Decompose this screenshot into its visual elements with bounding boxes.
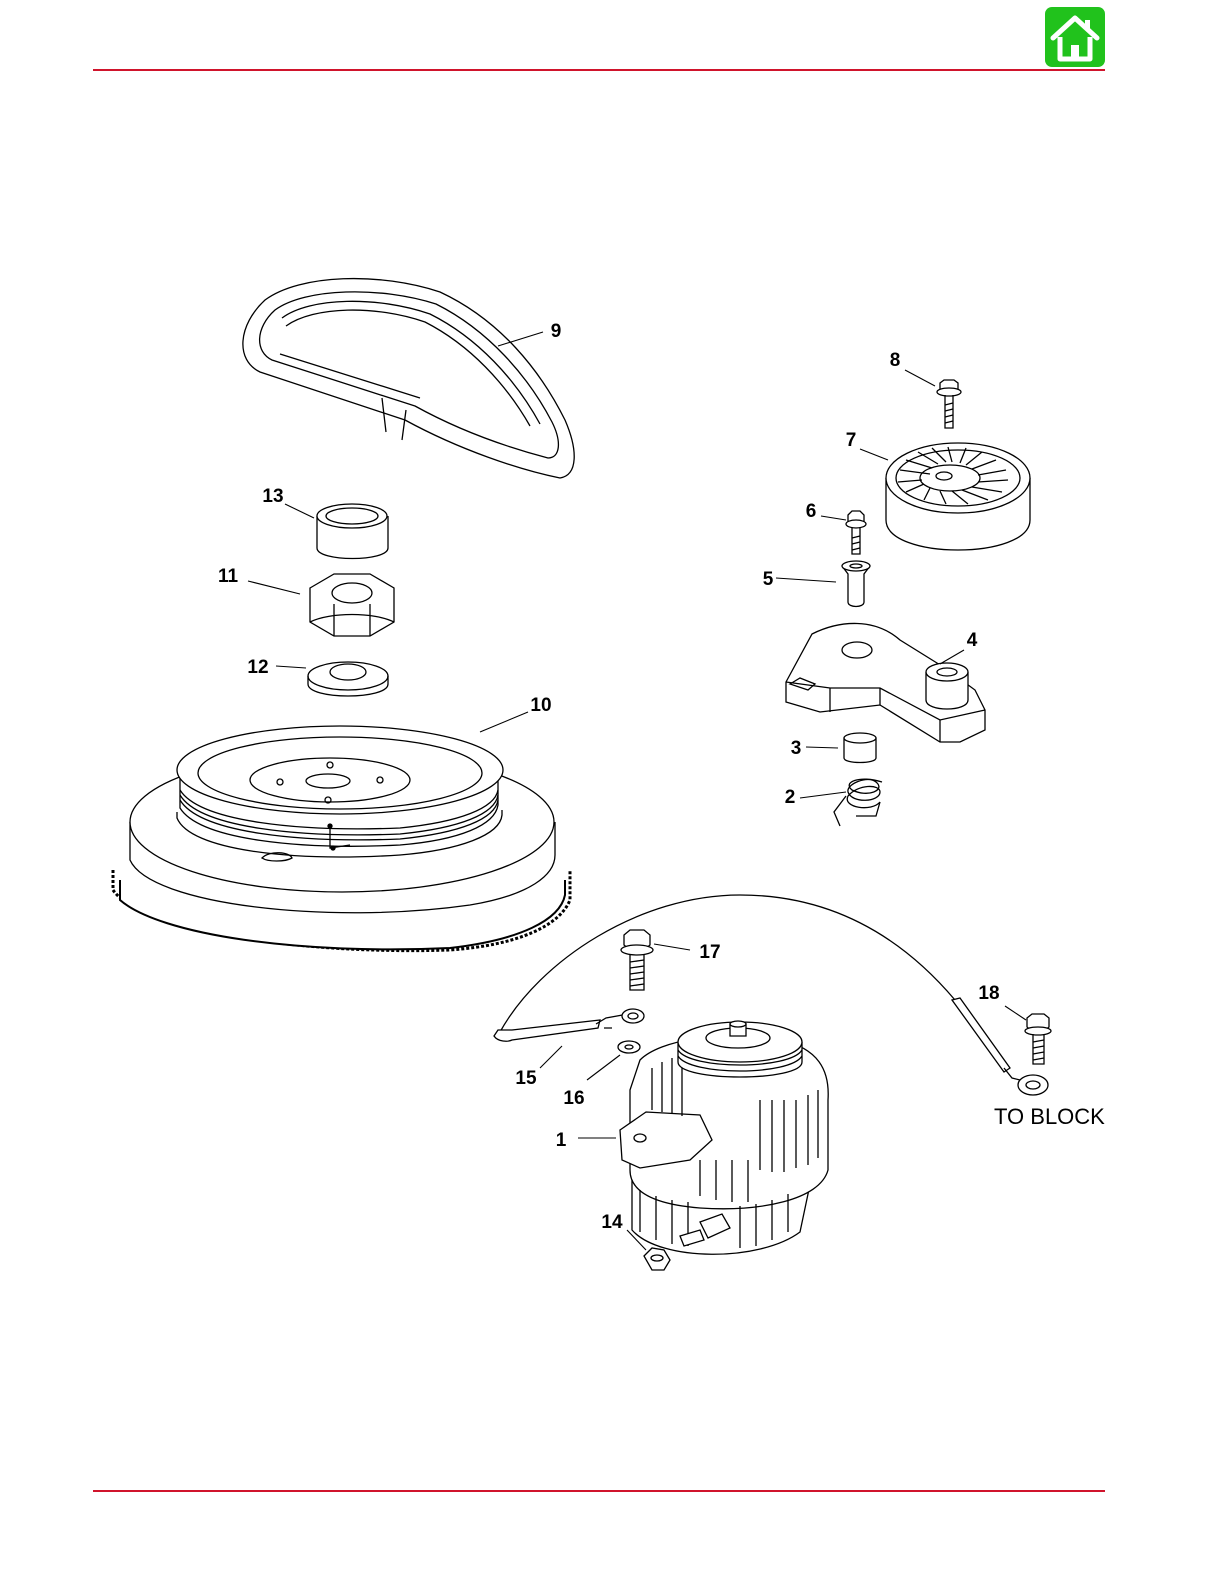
- callout-13: 13: [262, 486, 283, 507]
- callout-4: 4: [967, 630, 978, 651]
- callout-14: 14: [601, 1212, 623, 1233]
- callout-16: 16: [563, 1088, 584, 1109]
- to-block-label: TO BLOCK: [994, 1104, 1105, 1129]
- callout-7: 7: [846, 430, 857, 451]
- idler-pulley: [886, 443, 1030, 550]
- callout-17: 17: [699, 942, 720, 963]
- hex-nut-large: [310, 574, 394, 636]
- callout-15: 15: [515, 1068, 537, 1089]
- torsion-spring: [834, 779, 882, 826]
- callout-12: 12: [247, 657, 268, 678]
- callout-2: 2: [785, 787, 796, 808]
- idler-bolt: [937, 380, 961, 428]
- hex-nut-small: [644, 1248, 670, 1270]
- callout-8: 8: [890, 350, 901, 371]
- callout-6: 6: [806, 501, 817, 522]
- flat-washer: [308, 662, 388, 696]
- flywheel-pulley: [113, 726, 570, 951]
- lock-washer: [618, 1041, 640, 1053]
- pivot-bushing: [844, 733, 876, 763]
- callout-9: 9: [551, 321, 562, 342]
- shoulder-bolt: [846, 511, 866, 554]
- callout-5: 5: [763, 569, 774, 590]
- callout-10: 10: [530, 695, 551, 716]
- ground-bolt: [1025, 1014, 1051, 1064]
- callout-11: 11: [218, 566, 239, 587]
- callout-18: 18: [978, 983, 999, 1004]
- callout-3: 3: [791, 738, 802, 759]
- callout-1: 1: [556, 1130, 567, 1151]
- spacer-sleeve: [842, 561, 870, 607]
- bushing: [317, 504, 388, 559]
- alternator-bolt: [621, 930, 653, 990]
- drive-belt: [243, 279, 574, 478]
- alternator: [620, 1021, 828, 1254]
- tensioner-arm: [786, 623, 985, 742]
